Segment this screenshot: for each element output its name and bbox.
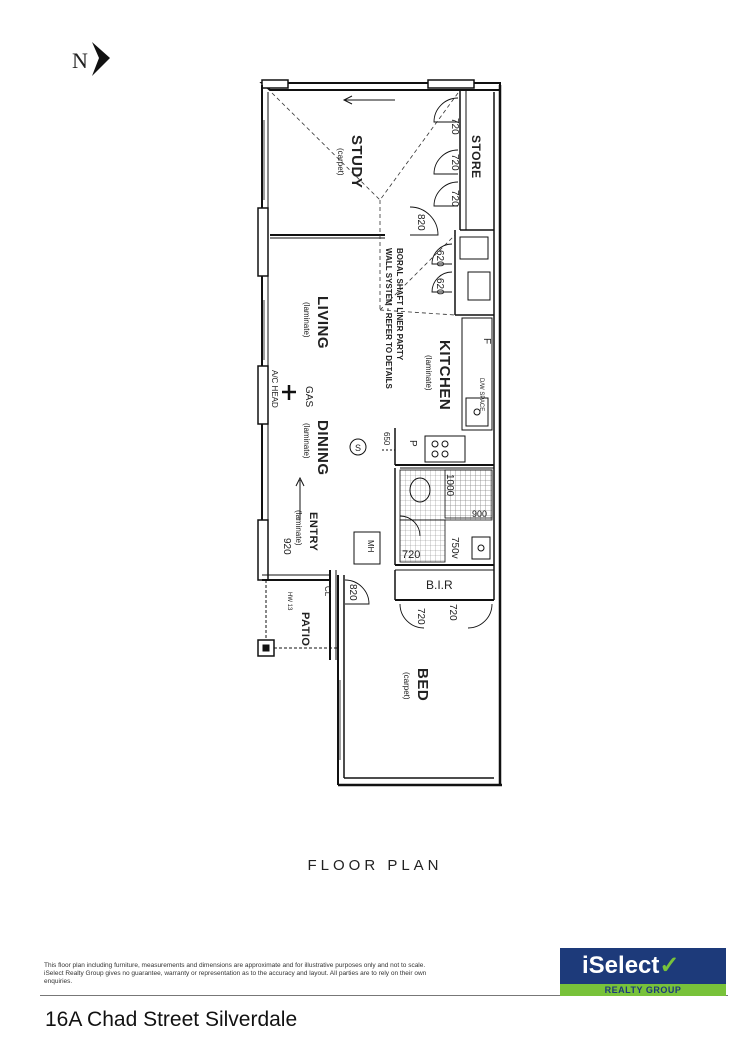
room-dining-finish: (laminate): [302, 423, 311, 459]
disclaimer-text: This floor plan including furniture, mea…: [44, 962, 427, 985]
room-bir: B.I.R: [426, 578, 453, 592]
logo-tagline: REALTY GROUP: [560, 984, 726, 996]
gas-point-icon: [282, 385, 296, 400]
dim-1000: 1000: [444, 474, 455, 497]
room-study: STUDY: [348, 135, 365, 188]
dim-920: 920: [281, 538, 292, 555]
dim-720-ens: 720: [402, 549, 420, 561]
wall-note-1: BORAL SHAFT LINER PARTY: [395, 248, 404, 361]
floor-plan: N: [72, 42, 502, 787]
smoke-detector-icon: [349, 438, 367, 456]
cl-label: CL: [323, 586, 332, 597]
room-store: STORE: [469, 135, 483, 179]
logo-brand: iSelect✓: [560, 948, 726, 984]
dim-820-bed: 820: [347, 584, 358, 601]
dim-820-study: 820: [415, 214, 426, 231]
entry-arrow-icon: [295, 476, 305, 520]
laundry-sink-icon: [459, 236, 489, 260]
meter-box: [353, 531, 381, 565]
room-dining: DINING: [314, 420, 331, 476]
dim-620-b: 620: [434, 278, 445, 295]
hw-label: HW 13: [286, 592, 292, 611]
dim-620-a: 620: [434, 250, 445, 267]
smoke-label: S: [355, 443, 361, 453]
room-living-finish: (laminate): [302, 302, 311, 338]
footer-divider: [40, 995, 728, 996]
room-patio: PATIO: [299, 612, 311, 646]
room-entry-finish: (laminate): [294, 510, 303, 546]
dim-900: 900: [472, 509, 487, 519]
dim-720-a: 720: [449, 118, 460, 135]
door-swings: [344, 97, 493, 629]
room-study-finish: (carpet): [336, 148, 345, 176]
study-arrow-icon: [342, 95, 395, 105]
logo-brand-text: iSelect: [582, 952, 660, 979]
check-icon: ✓: [659, 952, 680, 979]
north-chevron-icon: [92, 42, 110, 76]
vanity-icon: [471, 536, 491, 560]
dim-720-c: 720: [449, 190, 460, 207]
iselect-logo: iSelect✓ REALTY GROUP: [560, 948, 726, 996]
laundry-tiles: [399, 519, 446, 563]
dim-720-bir-b: 720: [447, 604, 458, 621]
room-entry: ENTRY: [307, 512, 319, 552]
north-arrow: N: [72, 42, 110, 76]
cooktop-icon: [424, 435, 466, 463]
kitchen-bench: [461, 317, 493, 431]
ac-head-label: A/C HEAD: [270, 370, 279, 408]
room-kitchen-finish: (laminate): [424, 355, 433, 391]
outer-walls: [257, 79, 502, 787]
property-address: 16A Chad Street Silverdale: [45, 1008, 298, 1031]
pantry-label: P: [407, 440, 418, 447]
room-living: LIVING: [314, 296, 331, 349]
ceiling-lines: [271, 92, 459, 316]
north-label: N: [72, 48, 88, 73]
wall-note-2: WALL SYSTEM - REFER TO DETAILS: [384, 248, 393, 390]
gas-label: GAS: [303, 386, 314, 407]
shower-tiles: [444, 469, 493, 519]
room-bed: BED: [414, 668, 431, 701]
dw-space-label: D/W SPACE: [478, 378, 484, 411]
dim-750v: 750v: [449, 537, 460, 559]
dim-720-b: 720: [449, 154, 460, 171]
toilet-icon: [409, 477, 431, 503]
dim-720-bir-a: 720: [415, 608, 426, 625]
dim-650: 650: [382, 432, 391, 446]
room-kitchen: KITCHEN: [436, 340, 453, 410]
floor-plan-caption: FLOOR PLAN: [307, 857, 443, 874]
fixtures: [282, 95, 493, 565]
sink-icon: [465, 397, 489, 427]
fridge-label: F: [481, 338, 492, 344]
mh-label: MH: [366, 540, 375, 553]
room-bed-finish: (carpet): [402, 672, 411, 700]
windows: [263, 120, 341, 760]
interior-walls: [270, 90, 494, 660]
